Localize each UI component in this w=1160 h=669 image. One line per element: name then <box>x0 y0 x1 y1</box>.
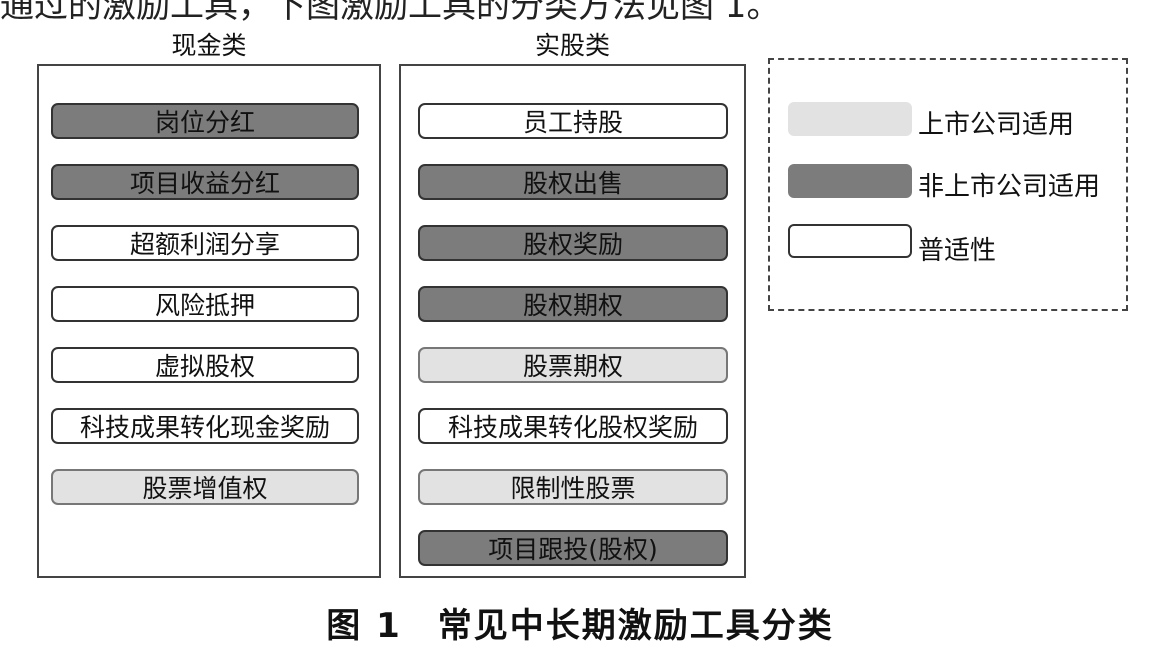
tool-item-xiangmu-shouyi-fenhong: 项目收益分红 <box>51 164 359 200</box>
tool-item-keji-xianjin-jiangli: 科技成果转化现金奖励 <box>51 408 359 444</box>
column-box-cash: 岗位分红 项目收益分红 超额利润分享 风险抵押 虚拟股权 科技成果转化现金奖励 … <box>37 64 381 578</box>
tool-item-keji-guquan-jiangli: 科技成果转化股权奖励 <box>418 408 728 444</box>
legend-label-listed: 上市公司适用 <box>918 110 1075 140</box>
tool-item-gupiao-qiquan: 股票期权 <box>418 347 728 383</box>
tool-item-xuni-guquan: 虚拟股权 <box>51 347 359 383</box>
tool-item-guquan-jiangli: 股权奖励 <box>418 225 728 261</box>
figure-caption: 图 1 常见中长期激励工具分类 <box>326 606 834 646</box>
tool-item-gangwei-fenhong: 岗位分红 <box>51 103 359 139</box>
legend-swatch-universal <box>788 224 912 258</box>
legend-swatch-listed <box>788 102 912 136</box>
legend-swatch-unlisted <box>788 164 912 198</box>
cropped-text-line: 通过的激励工具，下图激励工具的分类方法见图 1。 <box>0 0 781 26</box>
tool-item-yuangong-chigu: 员工持股 <box>418 103 728 139</box>
tool-item-xianzhixing-gupiao: 限制性股票 <box>418 469 728 505</box>
legend-box: 上市公司适用 非上市公司适用 普适性 <box>768 58 1128 311</box>
tool-item-guquan-chushou: 股权出售 <box>418 164 728 200</box>
tool-item-fengxian-diya: 风险抵押 <box>51 286 359 322</box>
legend-label-universal: 普适性 <box>918 236 997 266</box>
tool-item-guquan-qiquan: 股权期权 <box>418 286 728 322</box>
tool-item-gupiao-zengzhiquan: 股票增值权 <box>51 469 359 505</box>
tool-item-chaoe-lirun-fenxiang: 超额利润分享 <box>51 225 359 261</box>
column-box-equity: 员工持股 股权出售 股权奖励 股权期权 股票期权 科技成果转化股权奖励 限制性股… <box>399 64 746 578</box>
column-title-cash: 现金类 <box>171 31 247 60</box>
column-title-equity: 实股类 <box>534 31 610 60</box>
tool-item-xiangmu-gentou: 项目跟投(股权) <box>418 530 728 566</box>
legend-label-unlisted: 非上市公司适用 <box>918 172 1101 202</box>
